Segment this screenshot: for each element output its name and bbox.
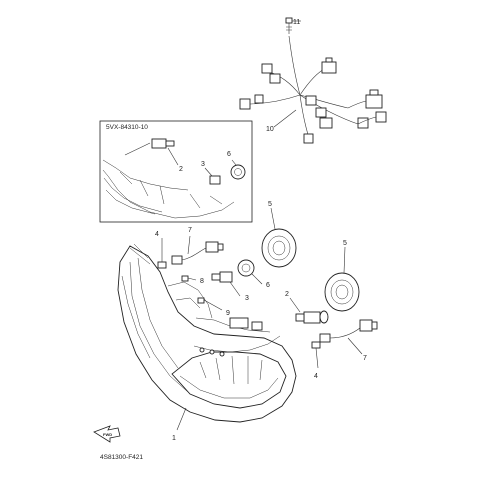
wire-harness <box>239 17 387 144</box>
callout-4-right: 4 <box>314 373 318 380</box>
callout-8: 8 <box>200 278 204 285</box>
callout-11: 11 <box>293 19 300 26</box>
callout-9: 9 <box>226 310 230 317</box>
cover-5-upper <box>261 207 297 268</box>
socket-6 <box>237 259 263 285</box>
callout-4-left: 4 <box>155 231 159 238</box>
screw-8 <box>181 275 197 282</box>
callout-10: 10 <box>266 126 274 133</box>
headlight-assembly <box>117 243 297 431</box>
inset-part-code: 5VX-84310-10 <box>106 124 148 131</box>
cover-5-right <box>324 246 360 312</box>
bulb-4-right <box>311 341 321 369</box>
fwd-label: FWD <box>103 432 112 437</box>
socket-7-right <box>319 319 378 355</box>
screw-9 <box>197 297 223 311</box>
bolt-11 <box>285 17 293 24</box>
callout-5-right: 5 <box>343 240 347 247</box>
fwd-arrow-icon: FWD <box>93 425 121 443</box>
bulb-2 <box>289 297 329 324</box>
callout-inset-6: 6 <box>227 151 231 158</box>
inset-box <box>99 120 253 223</box>
callout-5-upper: 5 <box>268 201 272 208</box>
callout-inset-3: 3 <box>201 161 205 168</box>
callout-inset-2: 2 <box>179 166 183 173</box>
bulb-3 <box>211 271 241 297</box>
bulb-4-left <box>157 238 167 269</box>
figure-code: 4S81300-F421 <box>100 454 143 461</box>
callout-3: 3 <box>245 295 249 302</box>
callout-1: 1 <box>172 435 176 442</box>
callout-7-left: 7 <box>188 227 192 234</box>
callout-6: 6 <box>266 282 270 289</box>
callout-2: 2 <box>285 291 289 298</box>
callout-7-right: 7 <box>363 355 367 362</box>
socket-7-left <box>171 235 224 265</box>
